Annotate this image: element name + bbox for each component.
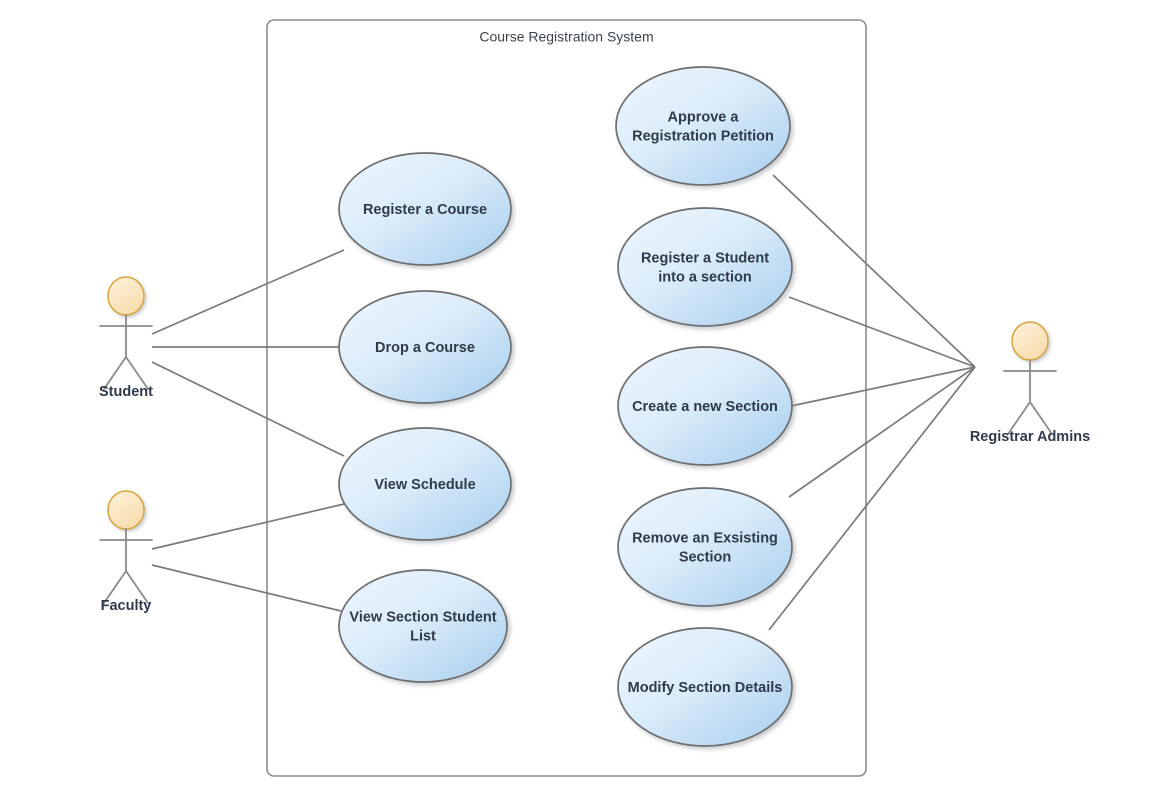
use-case-label: into a section <box>658 270 751 286</box>
association-registrar-approve-a-registration-petition <box>772 174 976 368</box>
actor-leg-right <box>1029 401 1053 435</box>
use-case-shape[interactable] <box>617 627 793 747</box>
use-case-shape[interactable] <box>338 427 512 541</box>
association-registrar-create-a-new-section <box>790 366 976 407</box>
actor-head-icon <box>107 490 145 530</box>
use-case-label: Register a Student <box>641 251 769 267</box>
actor-leg-left <box>103 570 127 604</box>
use-case-shape[interactable] <box>617 487 793 607</box>
association-registrar-modify-section-details <box>768 366 976 631</box>
use-case-modify-section-details[interactable]: Modify Section Details <box>617 627 793 747</box>
use-case-label: Approve a <box>668 110 740 126</box>
use-case-label: View Section Student <box>349 610 496 626</box>
association-registrar-remove-an-exsisting-section <box>788 366 976 498</box>
use-case-label: Registration Petition <box>632 129 774 145</box>
association-student-register-a-course <box>151 249 345 335</box>
association-layer <box>151 174 976 631</box>
association-faculty-view-schedule <box>151 503 345 550</box>
actor-leg-right <box>125 356 149 390</box>
use-case-drop-a-course[interactable]: Drop a Course <box>338 290 512 404</box>
use-case-approve-a-registration-petition[interactable]: Approve a Registration Petition <box>615 66 791 186</box>
use-case-label: Drop a Course <box>375 340 475 356</box>
actor-label: Registrar Admins <box>970 429 1090 445</box>
use-case-label: Create a new Section <box>632 399 778 415</box>
use-case-shape[interactable] <box>338 290 512 404</box>
actor-student[interactable]: Student <box>99 276 153 400</box>
actor-label: Faculty <box>101 598 152 614</box>
actor-leg-right <box>125 570 149 604</box>
use-case-create-a-new-section[interactable]: Create a new Section <box>617 346 793 466</box>
use-case-shape[interactable] <box>615 66 791 186</box>
association-student-view-schedule <box>151 361 345 457</box>
use-case-shape[interactable] <box>617 207 793 327</box>
use-case-register-a-course[interactable]: Register a Course <box>338 152 512 266</box>
use-case-shape[interactable] <box>338 152 512 266</box>
use-case-shape[interactable] <box>338 569 508 683</box>
use-case-label: Remove an Exsisting <box>632 531 778 547</box>
actor-head-icon <box>1011 321 1049 361</box>
actor-head-icon <box>107 276 145 316</box>
actor-faculty[interactable]: Faculty <box>99 490 153 614</box>
system-boundary-title: Course Registration System <box>479 29 653 45</box>
use-case-label: View Schedule <box>374 477 475 493</box>
use-case-label: Section <box>679 550 731 566</box>
use-case-label: Modify Section Details <box>628 680 783 696</box>
association-faculty-view-section-student-list <box>151 564 342 612</box>
use-case-register-a-student-into-a-section[interactable]: Register a Student into a section <box>617 207 793 327</box>
association-registrar-register-a-student-into-a-section <box>788 296 976 368</box>
actor-leg-left <box>103 356 127 390</box>
actor-registrar[interactable]: Registrar Admins <box>970 321 1090 445</box>
use-case-shape[interactable] <box>617 346 793 466</box>
use-case-view-schedule[interactable]: View Schedule <box>338 427 512 541</box>
actor-label: Student <box>99 384 153 400</box>
actor-leg-left <box>1007 401 1031 435</box>
use-case-label: Register a Course <box>363 202 487 218</box>
use-case-label: List <box>410 629 436 645</box>
